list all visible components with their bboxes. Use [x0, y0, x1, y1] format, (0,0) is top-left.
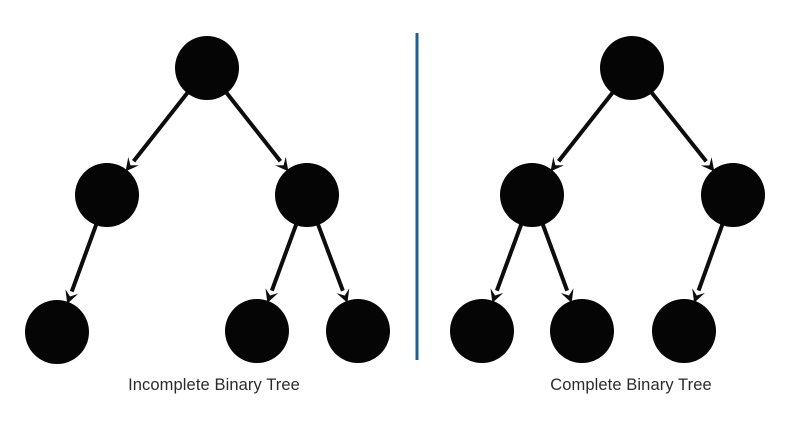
tree-node-leaf-node-3[interactable] [326, 299, 390, 363]
edge-shaft [69, 220, 100, 293]
edge-arrowhead-icon [692, 288, 705, 303]
edge-arrowhead-icon [560, 288, 574, 303]
edge-arrowhead-icon [275, 157, 289, 172]
tree-node-leaf-node-2[interactable] [225, 299, 289, 363]
nodes-layer [25, 36, 765, 364]
tree-node-leaf-node-2[interactable] [550, 299, 614, 363]
tree-node-leaf-node-1[interactable] [450, 299, 514, 363]
edge-shaft [222, 88, 282, 163]
tree-edge [550, 88, 617, 172]
tree-edge [265, 220, 300, 303]
tree-node-root-node[interactable] [600, 36, 664, 100]
tree-edge [539, 220, 574, 303]
tree-edge [314, 220, 350, 303]
tree-node-left-child-node[interactable] [75, 163, 139, 227]
tree-edge [222, 88, 289, 172]
tree-node-left-child-node[interactable] [500, 163, 564, 227]
edge-arrowhead-icon [700, 157, 715, 172]
tree-node-leaf-node-3[interactable] [652, 299, 716, 363]
edge-arrowhead-icon [265, 288, 279, 303]
tree-node-root-node[interactable] [175, 36, 239, 100]
edge-shaft [557, 88, 617, 163]
tree-edge [65, 220, 100, 304]
panel-caption-complete: Complete Binary Tree [550, 376, 712, 394]
edge-shaft [696, 220, 726, 292]
edge-shaft [647, 88, 708, 163]
tree-edge [692, 220, 726, 303]
edge-arrowhead-icon [336, 288, 350, 303]
edges-layer [65, 88, 726, 304]
tree-node-leaf-node-1[interactable] [25, 300, 89, 364]
captions-layer: Incomplete Binary Tree Complete Binary Tr… [128, 376, 712, 394]
tree-edge [490, 220, 525, 303]
tree-node-right-child-node[interactable] [275, 163, 339, 227]
edge-shaft [494, 220, 525, 292]
edge-shaft [314, 220, 345, 292]
edge-arrowhead-icon [550, 157, 564, 172]
edge-shaft [269, 220, 300, 292]
edge-arrowhead-icon [125, 157, 139, 172]
edge-arrowhead-icon [65, 289, 79, 304]
edge-shaft [132, 88, 192, 163]
edge-shaft [539, 220, 570, 292]
tree-node-right-child-node[interactable] [701, 163, 765, 227]
edge-arrowhead-icon [490, 288, 504, 303]
tree-edge [647, 88, 715, 172]
tree-edge [125, 88, 192, 172]
panel-caption-incomplete: Incomplete Binary Tree [128, 376, 300, 394]
